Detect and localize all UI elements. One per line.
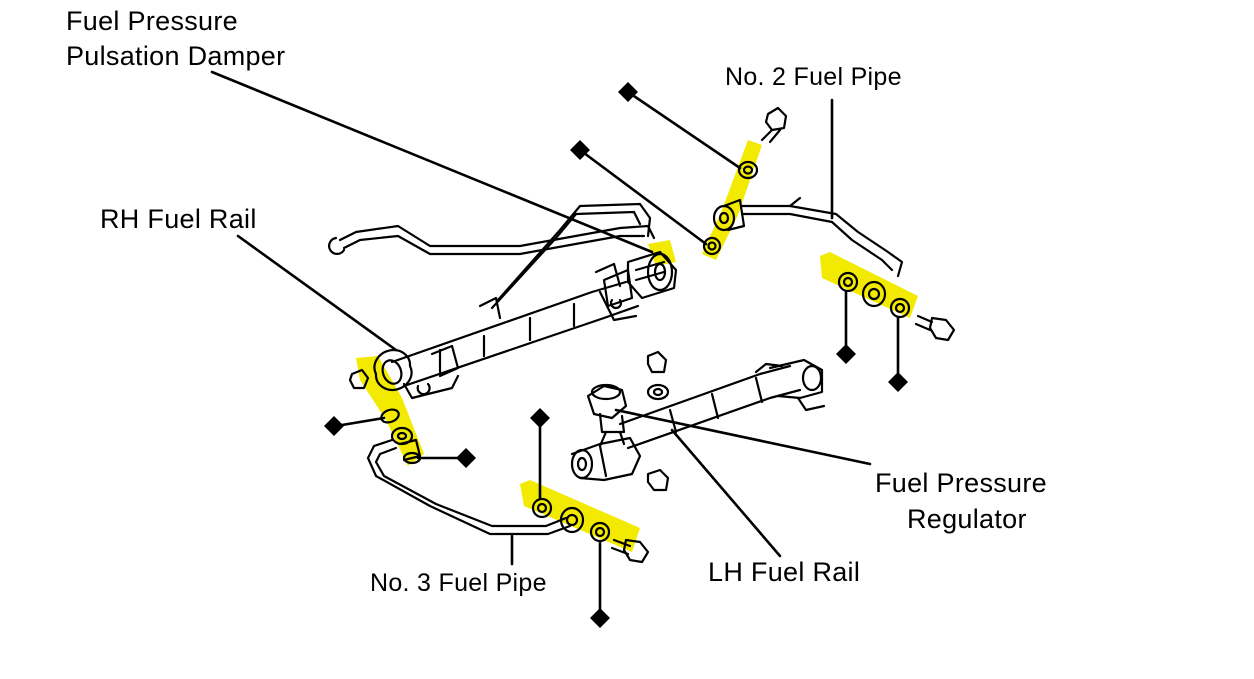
lh-fuel-rail — [570, 350, 826, 492]
diamond-symbol — [530, 408, 550, 428]
label-pulsation-damper-line2: Pulsation Damper — [66, 41, 286, 71]
diamond-symbol — [888, 372, 908, 392]
rh-fuel-rail — [328, 202, 678, 400]
label-no2-fuel-pipe: No. 2 Fuel Pipe — [725, 63, 902, 91]
leader-lines — [210, 70, 900, 618]
highlight-no3-end — [520, 480, 640, 552]
label-rh-fuel-rail: RH Fuel Rail — [100, 204, 257, 234]
label-no3-fuel-pipe: No. 3 Fuel Pipe — [370, 569, 547, 597]
leader-lh-rail — [670, 428, 782, 558]
label-pulsation-damper-line1: Fuel Pressure — [66, 6, 238, 36]
leader-rh-rail — [236, 234, 398, 352]
diamond-symbol — [590, 608, 610, 628]
highlight-rh-end — [356, 356, 424, 466]
diamond-symbol — [456, 448, 476, 468]
diamond-symbol — [570, 140, 590, 160]
leader-damper — [210, 70, 654, 254]
no3-fuel-pipe — [348, 368, 650, 564]
diamond-symbol — [836, 344, 856, 364]
non-reusable-diamonds — [324, 82, 908, 628]
label-lh-fuel-rail: LH Fuel Rail — [708, 557, 861, 587]
leader-regulator — [614, 408, 872, 466]
diamond-symbol — [324, 416, 344, 436]
label-regulator-line2: Regulator — [907, 504, 1027, 534]
diamond-symbol — [618, 82, 638, 102]
label-regulator-line1: Fuel Pressure — [875, 468, 1047, 498]
highlight-no2-upper — [702, 140, 762, 260]
no2-fuel-pipe — [702, 106, 956, 342]
